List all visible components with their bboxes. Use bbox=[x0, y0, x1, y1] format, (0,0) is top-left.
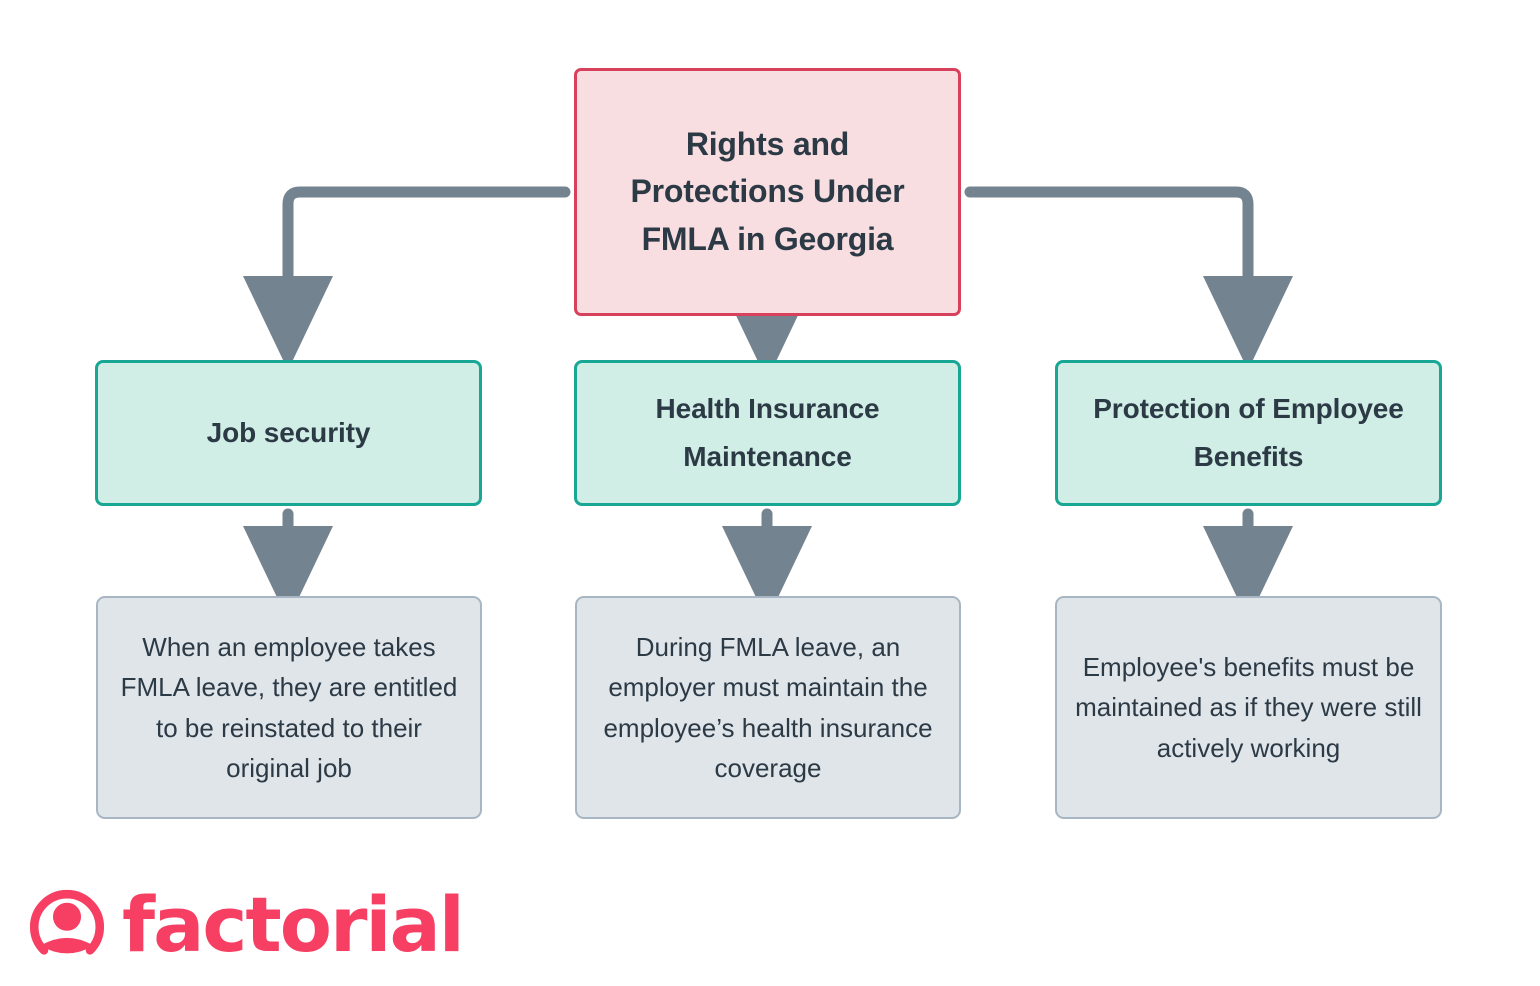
node-protection-benefits-description-text: Employee's benefits must be maintained a… bbox=[1075, 652, 1422, 763]
node-protection-of-employee-benefits[interactable]: Protection of Employee Benefits bbox=[1055, 360, 1442, 506]
person-avatar-icon bbox=[30, 890, 104, 955]
node-health-insurance-description[interactable]: During FMLA leave, an employer must main… bbox=[575, 596, 961, 819]
factorial-wordmark: factorial bbox=[122, 880, 465, 969]
node-job-security[interactable]: Job security bbox=[95, 360, 482, 506]
node-rights-protections[interactable]: Rights and Protections Under FMLA in Geo… bbox=[574, 68, 961, 316]
node-health-insurance-maintenance-label: Health Insurance Maintenance bbox=[655, 392, 880, 472]
connector-root-to-job-security bbox=[242, 186, 571, 371]
node-protection-of-employee-benefits-label: Protection of Employee Benefits bbox=[1093, 392, 1404, 472]
node-health-insurance-maintenance[interactable]: Health Insurance Maintenance bbox=[574, 360, 961, 506]
factorial-logo: factorial bbox=[28, 880, 465, 969]
connector-root-to-protection-benefits bbox=[964, 186, 1294, 371]
node-job-security-label: Job security bbox=[206, 416, 371, 448]
node-job-security-description-text: When an employee takes FMLA leave, they … bbox=[120, 632, 458, 783]
node-health-insurance-description-text: During FMLA leave, an employer must main… bbox=[603, 632, 933, 783]
node-protection-benefits-description[interactable]: Employee's benefits must be maintained a… bbox=[1055, 596, 1442, 819]
node-job-security-description[interactable]: When an employee takes FMLA leave, they … bbox=[96, 596, 482, 819]
node-rights-protections-label: Rights and Protections Under FMLA in Geo… bbox=[630, 126, 905, 257]
